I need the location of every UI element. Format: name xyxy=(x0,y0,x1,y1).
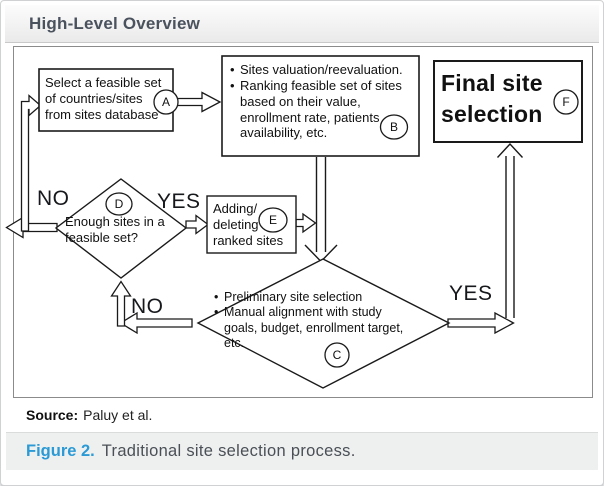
node-a-letter: A xyxy=(161,95,170,109)
arrow-c-no-left xyxy=(119,311,193,335)
figure-caption-bar: Figure 2. Traditional site selection pro… xyxy=(6,432,598,470)
node-e-circle xyxy=(258,207,288,233)
source-line: Source:Paluy et al. xyxy=(26,407,152,423)
panel-header: High-Level Overview xyxy=(5,5,599,43)
node-b-letter: B xyxy=(389,120,398,134)
panel-title: High-Level Overview xyxy=(29,13,201,33)
source-text: Paluy et al. xyxy=(83,407,153,423)
node-b-text: Sites valuation/reevaluation. Ranking fe… xyxy=(229,62,415,141)
figure-caption: Traditional site selection process. xyxy=(101,442,356,460)
arrow-channel-to-a xyxy=(20,94,42,232)
node-d-circle xyxy=(105,192,133,216)
arrow-d-to-a-left xyxy=(5,216,58,239)
node-c-bullet: Preliminary site selection xyxy=(213,290,413,306)
branch-label-d-yes: YES xyxy=(157,190,201,213)
node-e-text: Adding/ deleting ranked sites xyxy=(213,201,284,248)
node-c-text: Preliminary site selection Manual alignm… xyxy=(213,290,413,351)
node-d-letter: D xyxy=(114,197,124,211)
node-b-bullet: Ranking feasible set of sites based on t… xyxy=(229,78,412,141)
node-a-text: Select a feasible set of countries/sites… xyxy=(45,75,162,122)
node-a-circle xyxy=(153,89,179,115)
node-d-diamond xyxy=(54,178,188,279)
branch-label-c-no: NO xyxy=(131,295,164,318)
arrow-c-no-up-to-d xyxy=(110,280,132,327)
arrow-a-to-b xyxy=(172,91,222,113)
channel-c-to-f xyxy=(505,156,515,318)
node-f-text: Final site selection xyxy=(441,70,543,128)
node-c-bullet: Manual alignment with study goals, budge… xyxy=(213,305,410,351)
arrow-e-to-channel xyxy=(295,212,317,234)
node-f-letter: F xyxy=(562,95,570,109)
node-e-letter: E xyxy=(268,213,277,227)
node-b-bullet: Sites valuation/reevaluation. xyxy=(229,62,415,78)
arrowhead-into-c xyxy=(304,244,338,263)
figure-label: Figure 2. xyxy=(26,442,95,460)
node-c-letter: C xyxy=(332,348,342,362)
source-label: Source: xyxy=(26,407,79,423)
arrow-c-yes-right xyxy=(447,311,515,335)
arrowhead-into-f xyxy=(496,142,524,158)
arrow-d-to-e xyxy=(185,214,210,235)
channel-b-to-c xyxy=(315,157,327,252)
branch-label-d-no: NO xyxy=(37,187,70,210)
node-f-circle xyxy=(553,89,579,115)
node-d-text: Enough sites in a feasible set? xyxy=(65,214,165,245)
branch-label-c-yes: YES xyxy=(449,282,493,305)
